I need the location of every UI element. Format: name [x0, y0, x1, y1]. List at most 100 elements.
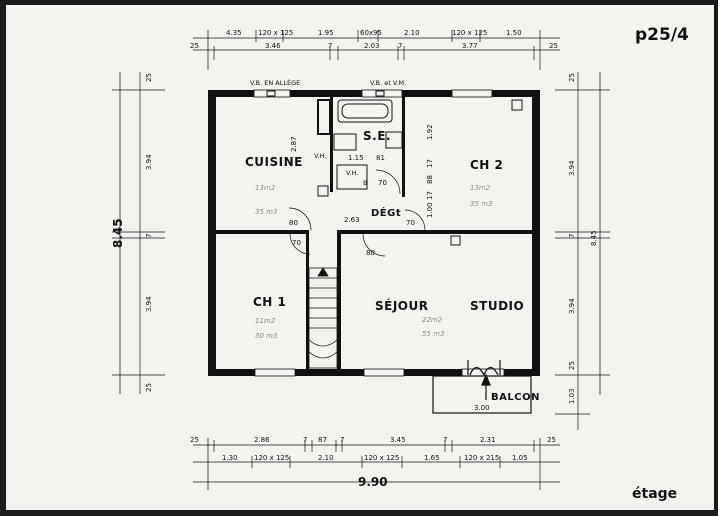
dim-int-10: 80: [289, 219, 298, 227]
level-label: étage: [632, 486, 677, 502]
dim-bottom2-7: 1.05: [512, 454, 528, 462]
annotations: V.B. EN ALLÈGE V.B. et V.M. V.H. V.H. B: [250, 78, 406, 187]
plan-reference: p25/4: [635, 25, 689, 45]
dim-bottom2-3: 2.10: [318, 454, 334, 462]
note-b: B: [363, 179, 367, 187]
dim-int-12: 70: [406, 219, 415, 227]
dim-bottom-4: 87: [318, 436, 327, 444]
total-width: 9.90: [358, 475, 388, 489]
room-bedroom-1: CH 1: [253, 295, 286, 309]
dim-int-14: 70: [378, 179, 387, 187]
dim-int-9: 2.63: [344, 216, 360, 224]
dim-int-7: 17: [426, 191, 434, 200]
pencil-bed1-volume: 30 m3: [255, 332, 277, 340]
pencil-bed1-area: 11m2: [255, 317, 276, 325]
dim-top2-2: 3.46: [265, 42, 281, 50]
dim-bottom-9: 25: [547, 436, 556, 444]
paper: [6, 5, 714, 510]
room-kitchen: CUISINE: [245, 155, 303, 169]
dim-left-1: 25: [145, 73, 153, 82]
left-dimension-chains: [112, 72, 165, 394]
room-hall: DÉGt: [371, 206, 401, 219]
dim-top-3: 1.95: [318, 29, 334, 37]
dim-top2-1: 25: [190, 42, 199, 50]
dim-int-2: 1.15: [348, 154, 364, 162]
pencil-living-volume: 55 m3: [422, 330, 444, 338]
pencil-bed2-area: 13m2: [470, 184, 491, 192]
dim-left-3: 7: [145, 234, 153, 238]
dim-bottom2-2: 120 x 125: [254, 454, 289, 462]
total-depth-right: 8.45: [590, 230, 598, 246]
dim-top-4: 60x95: [360, 29, 382, 37]
dim-right-2: 3.94: [568, 160, 576, 176]
dim-bottom2-1: 1.30: [222, 454, 238, 462]
interior-dimension-labels: 2.87 1.15 81 1.92 17 88 17 1.00 2.63 80 …: [289, 124, 490, 412]
dim-top2-5: 7: [398, 42, 402, 50]
dim-bottom2-5: 1.65: [424, 454, 440, 462]
dim-bottom-5: 7: [340, 436, 344, 444]
dim-top-5: 2.10: [404, 29, 420, 37]
top-dimension-chains: [193, 30, 560, 70]
bathroom-fixtures: [317, 99, 403, 190]
dim-int-4: 1.92: [426, 124, 434, 140]
dim-top-7: 1.50: [506, 29, 522, 37]
dim-int-15: 3.00: [474, 404, 490, 412]
dim-top-1: 4.35: [226, 29, 242, 37]
dim-right-6: 1.03: [568, 388, 576, 404]
pencil-kitchen-volume: 35 m3: [255, 208, 277, 216]
room-labels: CUISINE S.E. CH 2 DÉGt CH 1 SÉJOUR STUDI…: [245, 129, 540, 403]
pencil-living-area: 22m2: [422, 316, 443, 324]
dim-int-13: 80: [366, 249, 375, 257]
dim-left-5: 25: [145, 383, 153, 392]
room-bathroom: S.E.: [363, 129, 391, 143]
dim-top2-4: 2.03: [364, 42, 380, 50]
dim-int-11: 70: [292, 239, 301, 247]
dim-bottom2-4: 120 x 125: [364, 454, 399, 462]
dim-bottom-6: 3.45: [390, 436, 406, 444]
bottom-dimension-chains: [193, 438, 560, 490]
dim-int-8: 1.00: [426, 202, 434, 218]
door-swings: [288, 169, 426, 257]
note-vb-vm: V.B. et V.M.: [370, 79, 406, 87]
dim-top2-6: 3.77: [462, 42, 478, 50]
symbols: [266, 90, 523, 246]
dim-bottom-3: 7: [303, 436, 307, 444]
dim-top-6: 120 x 125: [452, 29, 487, 37]
note-vm: V.H.: [314, 152, 327, 160]
bottom-dimension-labels: 25 2.86 7 87 7 3.45 7 2.31 25 1.30 120 x…: [190, 436, 556, 489]
dim-int-5: 17: [426, 159, 434, 168]
dim-left-2: 3.94: [145, 154, 153, 170]
note-wm: V.H.: [346, 169, 359, 177]
room-balcony: BALCON: [491, 392, 540, 403]
dim-right-1: 25: [568, 73, 576, 82]
dim-right-5: 25: [568, 361, 576, 370]
dim-int-1: 2.87: [290, 136, 298, 152]
dim-left-4: 3.94: [145, 296, 153, 312]
dim-bottom-8: 2.31: [480, 436, 496, 444]
room-bedroom-2: CH 2: [470, 158, 503, 172]
room-living: SÉJOUR: [375, 298, 429, 313]
balcony: [432, 360, 532, 414]
dim-int-3: 81: [376, 154, 385, 162]
dim-int-6: 88: [426, 175, 434, 184]
note-vb-allege: V.B. EN ALLÈGE: [250, 78, 300, 87]
left-dimension-labels: 8.45 25 3.94 7 3.94 25: [111, 73, 153, 392]
dim-bottom-1: 25: [190, 436, 199, 444]
dim-top-2: 120 x 125: [258, 29, 293, 37]
pencil-bed2-volume: 35 m3: [470, 200, 492, 208]
pencil-kitchen-area: 13m2: [255, 184, 276, 192]
dim-right-4: 3.94: [568, 298, 576, 314]
dim-top2-7: 25: [549, 42, 558, 50]
dim-bottom2-6: 120 x 215: [464, 454, 499, 462]
dim-right-3: 7: [568, 234, 576, 238]
top-dimension-labels: 4.35 120 x 125 1.95 60x95 2.10 120 x 125…: [190, 29, 558, 50]
right-dimension-chains: [555, 72, 610, 430]
room-studio: STUDIO: [470, 299, 524, 313]
total-depth: 8.45: [111, 218, 125, 248]
dim-bottom-2: 2.86: [254, 436, 270, 444]
right-dimension-labels: 25 3.94 7 3.94 25 1.03 8.45: [568, 73, 598, 404]
dim-top2-3: 7: [328, 42, 332, 50]
staircase: [308, 267, 338, 369]
